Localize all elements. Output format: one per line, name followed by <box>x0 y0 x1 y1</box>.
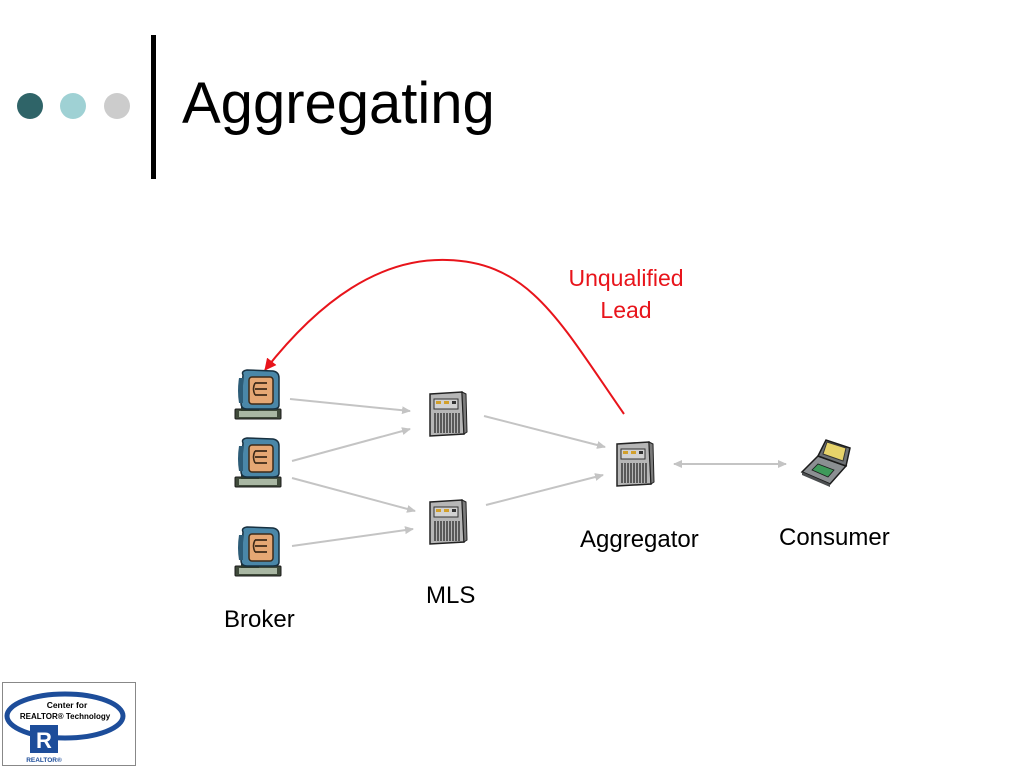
accent-dot-gray <box>104 93 130 119</box>
mls-server-icon <box>429 391 468 437</box>
flow-arrow <box>291 526 414 547</box>
unqualified-lead-label: Unqualified Lead <box>568 265 684 324</box>
broker-label: Broker <box>224 606 295 633</box>
flow-arrow <box>483 415 606 449</box>
flow-arrow <box>291 477 416 513</box>
title-divider <box>151 35 156 179</box>
flow-arrow <box>485 473 604 506</box>
accent-dot-dark <box>17 93 43 119</box>
svg-text:R: R <box>36 728 52 753</box>
consumer-laptop-icon <box>801 439 851 488</box>
svg-text:REALTOR®: REALTOR® <box>26 756 62 764</box>
accent-dot-teal <box>60 93 86 119</box>
center-for-realtor-technology-logo: Center for REALTOR® Technology R REALTOR… <box>2 682 136 766</box>
mls-label: MLS <box>426 582 476 609</box>
broker-computer-icon <box>234 526 282 577</box>
broker-computer-icon <box>234 369 282 420</box>
svg-text:REALTOR® Technology: REALTOR® Technology <box>20 712 111 721</box>
broker-computer-icon <box>234 437 282 488</box>
slide-title: Aggregating <box>182 71 495 136</box>
lead-return-arrow <box>264 258 625 415</box>
aggregator-label: Aggregator <box>580 526 699 553</box>
consumer-label: Consumer <box>779 524 890 551</box>
flow-arrow <box>289 398 411 415</box>
aggregator-server-icon <box>616 441 655 487</box>
mls-server-icon <box>429 499 468 545</box>
svg-text:Center for: Center for <box>47 700 88 710</box>
flow-arrow <box>291 427 411 462</box>
